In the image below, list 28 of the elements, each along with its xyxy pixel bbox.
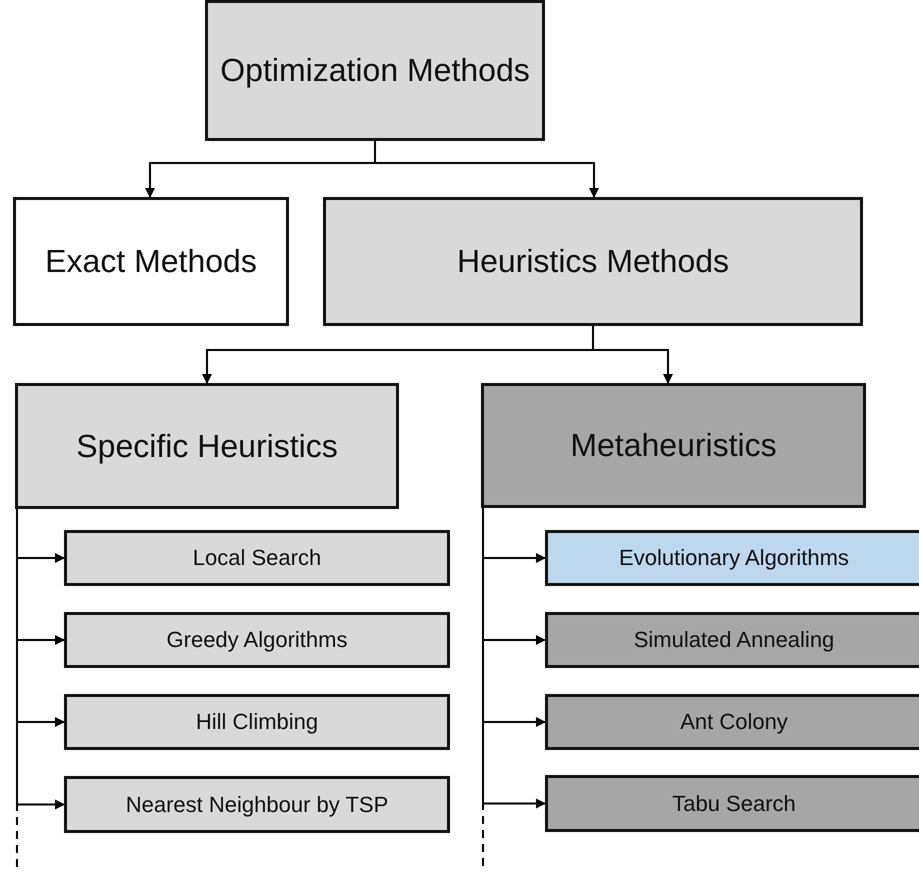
method-box [64,530,450,586]
node-label: Tabu Search [672,790,796,816]
node-label: Optimization Methods [220,52,530,89]
category-box [13,197,289,326]
category-box [323,197,863,326]
node-label: Specific Heuristics [76,428,338,464]
category-box [481,383,866,508]
node-label: Evolutionary Algorithms [619,545,849,571]
root-box [205,0,545,141]
method-box [545,530,919,586]
node-label: Local Search [192,545,322,571]
arrow [374,141,599,198]
category-box [15,383,399,509]
node-label: Ant Colony [680,709,788,735]
node-label: Hill Climbing [196,709,318,735]
node-label: Nearest Neighbour by TSP [126,792,388,818]
node-label: Simulated Annealing [634,627,834,653]
method-box [64,776,450,833]
node-label: Metaheuristics [570,427,777,464]
method-box [545,694,919,750]
arrow [592,326,673,384]
method-box [545,775,919,832]
node-label: Greedy Algorithms [166,627,348,653]
node-label: Heuristics Methods [456,243,730,280]
method-box [64,694,450,750]
method-box [64,612,450,668]
node-label: Exact Methods [45,243,257,280]
method-box [545,612,919,668]
